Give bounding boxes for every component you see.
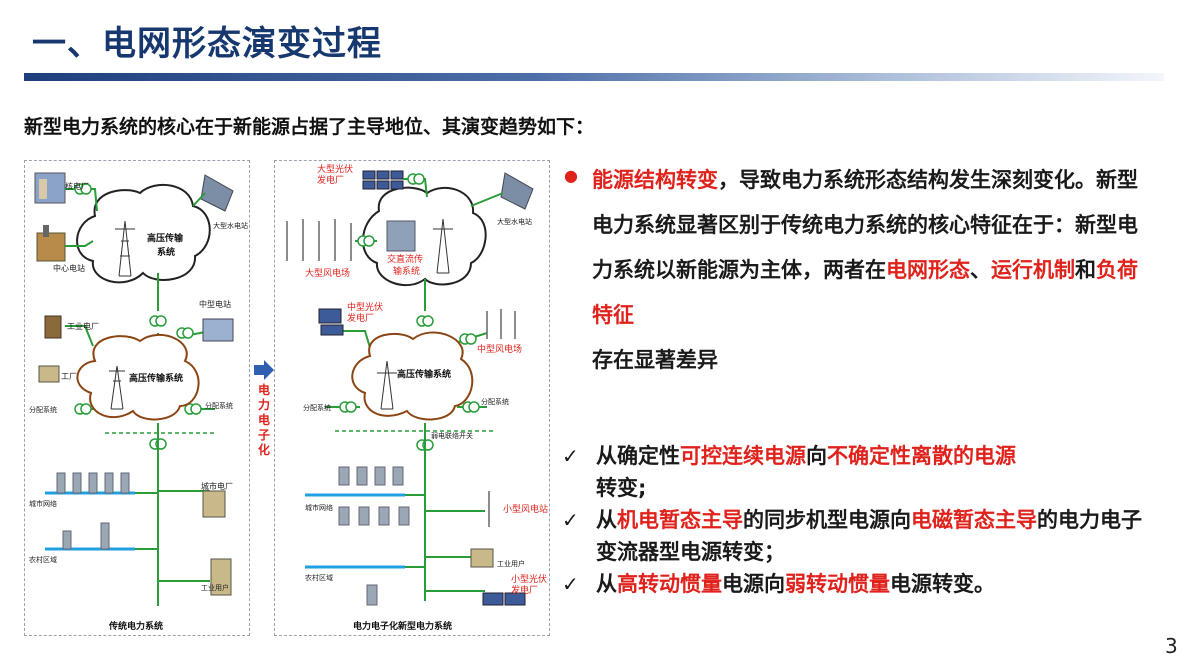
hydro-plant-icon bbox=[200, 174, 234, 212]
transition-arrow-icon bbox=[254, 360, 274, 380]
traditional-system-diagram: 核电厂 中心电站 大型水电站 高压传输 系统 中型电站 工业电厂 工厂 高压传输… bbox=[24, 160, 250, 636]
label-acdc: 交直流传 bbox=[387, 255, 424, 265]
left-diagram-caption: 传统电力系统 bbox=[109, 622, 164, 632]
mid-station-icon bbox=[202, 318, 234, 342]
check-text: 转变; bbox=[596, 476, 647, 500]
label-hv-system: 高压传输系统 bbox=[129, 374, 184, 384]
main-point: ● 能源结构转变，导致电力系统形态结构发生深刻变化。新型电力系统显著区别于传统电… bbox=[564, 158, 1154, 383]
transition-label: 电力电子化 bbox=[258, 383, 271, 457]
label-city-grid: 城市网络 bbox=[29, 500, 57, 508]
label-hv-system-right: 高压传输系统 bbox=[397, 370, 452, 380]
check-item: ✓ 从确定性可控连续电源向不确定性离散的电源转变; bbox=[562, 440, 1162, 504]
check-icon: ✓ bbox=[562, 508, 579, 532]
highlight-mechanism: 运行机制 bbox=[991, 258, 1075, 282]
label-large-pv: 大型光伏 发电厂 bbox=[317, 165, 354, 186]
separator-2: 和 bbox=[1075, 258, 1096, 282]
highlight-grid-form: 电网形态 bbox=[886, 258, 970, 282]
check-highlight: 机电暂态主导 bbox=[617, 508, 743, 532]
label-mid-wind: 中型风电场 bbox=[477, 345, 523, 355]
label-nuclear: 核电厂 bbox=[65, 182, 89, 191]
label-city-grid-right: 城市网络 bbox=[305, 504, 333, 512]
mid-wind-icon bbox=[486, 309, 516, 339]
red-bullet-icon: ● bbox=[564, 166, 578, 185]
label-dist-right: 分配系统 bbox=[205, 402, 233, 410]
label-acdc-2: 输系统 bbox=[393, 267, 421, 277]
label-rural-right: 农村区域 bbox=[305, 574, 333, 582]
check-item: ✓ 从高转动惯量电源向弱转动惯量电源转变。 bbox=[562, 568, 1162, 600]
traditional-system-graphic bbox=[34, 172, 234, 606]
check-highlight: 弱转动惯量 bbox=[785, 572, 890, 596]
main-point-body-1: ，导致电力系统形态结构发生深刻变化。新型电力系统显著区别于传统电力系统的核心特征… bbox=[592, 168, 1138, 282]
check-text: 从确定性 bbox=[596, 444, 680, 468]
label-central: 中心电站 bbox=[53, 264, 85, 273]
industrial-user-icon bbox=[470, 548, 494, 568]
slide-title: 一、电网形态演变过程 bbox=[32, 24, 382, 64]
large-wind-icon bbox=[286, 219, 352, 261]
check-icon: ✓ bbox=[562, 572, 579, 596]
intro-text: 新型电力系统的核心在于新能源占据了主导地位、其演变趋势如下： bbox=[24, 116, 595, 138]
check-item: ✓ 从机电暂态主导的同步机型电源向电磁暂态主导的电力电子变流器型电源转变； bbox=[562, 504, 1162, 568]
hv-grid-cloud-middle bbox=[76, 333, 200, 421]
check-text: 电源向 bbox=[722, 572, 785, 596]
label-small-pv: 小型光伏 发电厂 bbox=[511, 575, 548, 596]
check-text: 电源转变。 bbox=[890, 572, 995, 596]
check-highlight: 不确定性离散的电源 bbox=[827, 444, 1016, 468]
label-mid-pv: 中型光伏 发电厂 bbox=[347, 303, 384, 324]
industrial-user-icon bbox=[210, 558, 232, 596]
check-highlight: 可控连续电源 bbox=[680, 444, 806, 468]
label-industrial-plant: 工业电厂 bbox=[67, 322, 99, 331]
factory-icon bbox=[38, 365, 60, 383]
right-diagram-caption: 电力电子化新型电力系统 bbox=[353, 622, 453, 632]
checklist: ✓从确定性可控连续电源向不确定性离散的电源转变; ✓从机电暂态主导的同步机型电源… bbox=[562, 440, 1162, 600]
label-hydro-right: 大型水电站 bbox=[497, 218, 532, 226]
check-highlight: 高转动惯量 bbox=[617, 572, 722, 596]
check-text: 从 bbox=[596, 572, 617, 596]
check-text: 向 bbox=[806, 444, 827, 468]
check-highlight: 电磁暂态主导 bbox=[911, 508, 1037, 532]
main-point-text: 能源结构转变，导致电力系统形态结构发生深刻变化。新型电力系统显著区别于传统电力系… bbox=[592, 158, 1154, 383]
label-dist-left-right: 分配系统 bbox=[303, 404, 331, 412]
label-industrial-user-right: 工业用户 bbox=[497, 560, 525, 568]
hydro-plant-icon bbox=[500, 172, 534, 210]
label-dist-left: 分配系统 bbox=[29, 406, 57, 414]
label-factory: 工厂 bbox=[61, 372, 77, 381]
large-pv-icon bbox=[362, 170, 404, 190]
label-hv-grid-2: 系统 bbox=[157, 248, 176, 258]
industrial-plant-icon bbox=[44, 315, 62, 339]
small-pv-icon bbox=[482, 592, 526, 606]
label-small-wind: 小型风电站 bbox=[503, 505, 549, 515]
main-point-lead: 能源结构转变 bbox=[592, 168, 718, 192]
new-system-diagram: 大型光伏 发电厂 大型水电站 大型风电场 交直流传 输系统 中型光伏 发电厂 中… bbox=[274, 160, 550, 636]
main-point-body-2: 存在显著差异 bbox=[592, 348, 718, 372]
hv-grid-cloud-top bbox=[76, 184, 211, 284]
label-dist-right-right: 分配系统 bbox=[481, 398, 509, 406]
label-large-wind: 大型风电场 bbox=[305, 269, 351, 279]
label-switch: 弱电联络开关 bbox=[431, 432, 473, 440]
central-station-icon bbox=[36, 232, 66, 262]
label-mid-station: 中型电站 bbox=[199, 300, 231, 309]
label-rural: 农村区域 bbox=[29, 556, 57, 564]
mid-pv-icon bbox=[318, 308, 344, 336]
check-text: 的电力电子变流器型电源转变； bbox=[596, 508, 1142, 564]
check-icon: ✓ bbox=[562, 444, 579, 468]
page-number: 3 bbox=[1165, 634, 1178, 658]
new-system-graphic bbox=[286, 170, 534, 606]
check-text: 从 bbox=[596, 508, 617, 532]
label-industrial-user: 工业用户 bbox=[201, 584, 229, 592]
title-rule bbox=[24, 73, 1164, 81]
separator-1: 、 bbox=[970, 258, 991, 282]
label-city-plant: 城市电厂 bbox=[201, 482, 233, 491]
city-plant-icon bbox=[202, 490, 226, 518]
transmission-tower-icon bbox=[115, 220, 135, 277]
label-hv-grid: 高压传输 bbox=[147, 234, 184, 244]
highlight-load: 负荷特征 bbox=[592, 258, 1138, 327]
check-text: 的同步机型电源向 bbox=[743, 508, 911, 532]
acdc-grid-cloud bbox=[362, 186, 487, 287]
label-hydro: 大型水电站 bbox=[213, 222, 248, 230]
